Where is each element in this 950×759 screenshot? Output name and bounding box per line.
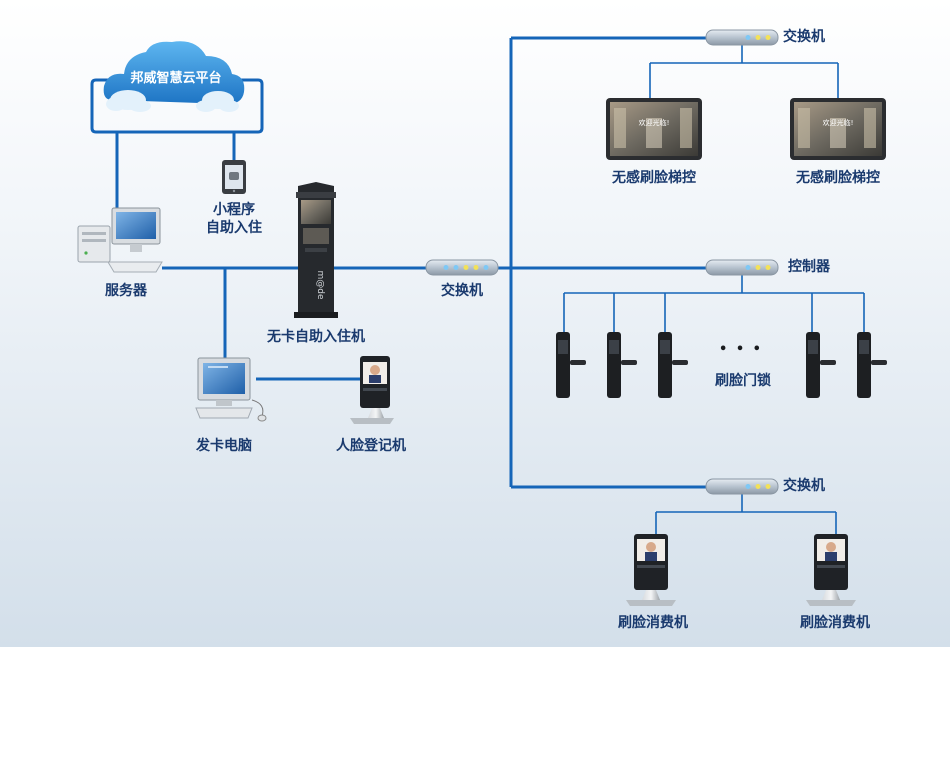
consume-label-2: 刷脸消费机 — [800, 615, 870, 631]
svg-text:m@de: m@de — [315, 270, 325, 299]
switch-top-label: 交换机 — [783, 29, 825, 45]
kiosk-label: 无卡自助入住机 — [267, 329, 365, 345]
server-label: 服务器 — [105, 283, 147, 299]
switch-center-label: 交换机 — [441, 283, 483, 299]
switch-center-icon — [425, 259, 499, 276]
card-pc-label: 发卡电脑 — [196, 438, 252, 454]
switch-top-icon — [705, 29, 779, 46]
branch-lines — [563, 45, 865, 534]
controller-icon — [705, 259, 779, 276]
cloud-frame — [90, 78, 264, 134]
server-icon — [77, 207, 163, 273]
elevator-label-1: 无感刷脸梯控 — [612, 170, 696, 186]
door-lock-icon-1 — [556, 332, 586, 398]
network-diagram: m@de — [0, 0, 950, 647]
miniprogram-label-line1: 小程序 — [213, 202, 255, 218]
elevator-screen-text-2: 欢迎光临! — [823, 118, 854, 127]
door-lock-icon-2 — [607, 332, 637, 398]
controller-label: 控制器 — [788, 259, 830, 275]
door-lock-icon-3 — [658, 332, 688, 398]
face-consume-icon-2 — [806, 534, 856, 606]
diagram-canvas: m@de — [0, 0, 950, 647]
face-register-icon — [350, 356, 394, 424]
cloud-icon — [103, 41, 245, 112]
elevator-label-2: 无感刷脸梯控 — [796, 170, 880, 186]
connection-lines — [90, 36, 708, 489]
door-lock-ellipsis: • • • — [719, 342, 763, 357]
cloud-label: 邦威智慧云平台 — [130, 70, 221, 86]
elevator-screen-icon-1 — [606, 98, 702, 160]
phone-icon — [222, 160, 246, 194]
door-lock-label: 刷脸门锁 — [715, 373, 771, 389]
face-register-label: 人脸登记机 — [336, 438, 406, 454]
face-consume-icon-1 — [626, 534, 676, 606]
pc-icon — [195, 357, 267, 422]
elevator-screen-text-1: 欢迎光临! — [639, 118, 670, 127]
kiosk-icon: m@de — [294, 182, 338, 318]
miniprogram-label-line2: 自助入住 — [206, 220, 262, 236]
switch-bottom-icon — [705, 478, 779, 495]
door-lock-icon-4 — [806, 332, 836, 398]
door-lock-icon-5 — [857, 332, 887, 398]
switch-bottom-label: 交换机 — [783, 478, 825, 494]
consume-label-1: 刷脸消费机 — [618, 615, 688, 631]
elevator-screen-icon-2 — [790, 98, 886, 160]
